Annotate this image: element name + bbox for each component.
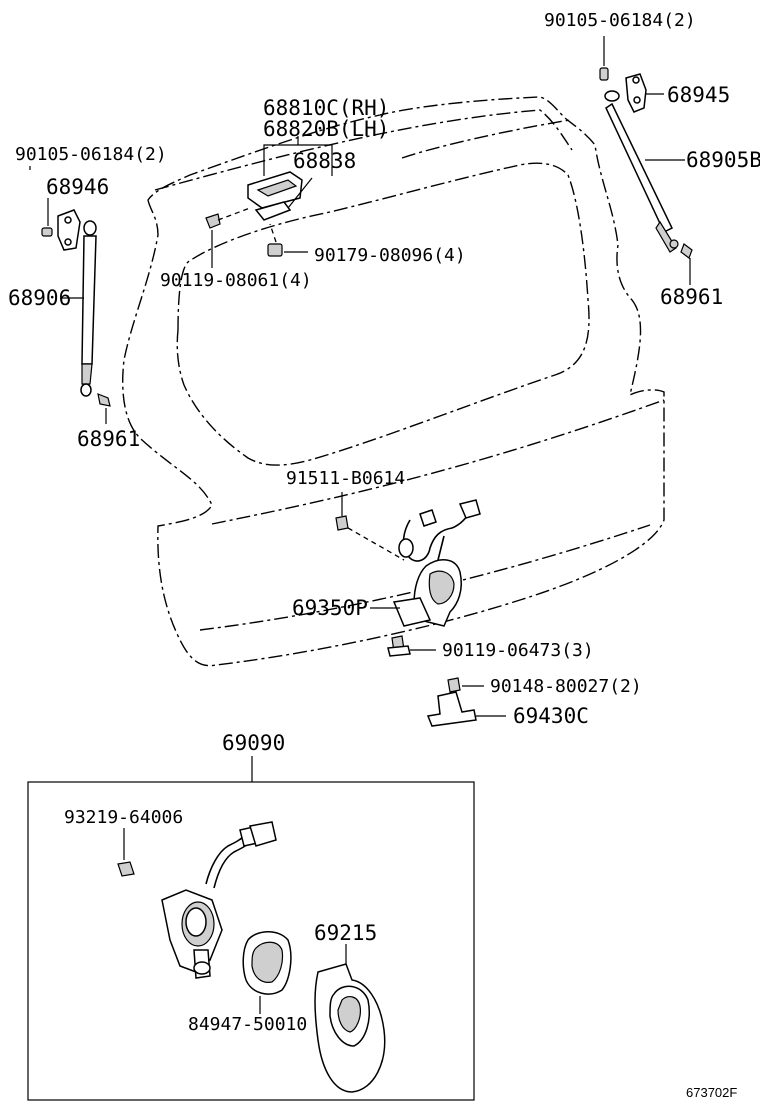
label-lamp-screw: 93219-64006 — [64, 807, 183, 828]
label-hinge-lh: 68946 — [46, 175, 109, 199]
screw-icon — [335, 515, 349, 531]
hinge-icon — [625, 73, 647, 113]
gas-stay-icon — [81, 235, 97, 365]
label-panel-rh: 68810C(RH) — [263, 96, 389, 120]
back-door-outline — [122, 96, 665, 667]
label-ball-joint-lh: 68961 — [77, 427, 140, 451]
label-lock-screw: 91511-B0614 — [286, 468, 405, 489]
striker-icon — [426, 691, 477, 727]
drawing-number: 673702F — [686, 1085, 737, 1100]
lamp-parts — [117, 821, 386, 1093]
bolt-icon — [599, 67, 609, 81]
label-gasket: 68838 — [293, 149, 356, 173]
nut-icon — [267, 243, 283, 257]
label-lock-bolt: 90119-06473(3) — [442, 640, 594, 661]
label-bolt-stud: 90119-08061(4) — [160, 270, 312, 291]
hinge-rh-group — [599, 36, 664, 113]
lamp-assy-box — [27, 756, 475, 1101]
screw-icon — [117, 861, 135, 877]
striker-group — [426, 677, 506, 727]
label-panel-lh: 68820B(LH) — [263, 117, 389, 141]
connector-icon — [249, 821, 277, 847]
hinge-lh-group — [29, 166, 81, 251]
label-stay-lh: 68906 — [8, 286, 71, 310]
screw-icon — [447, 677, 461, 693]
label-top-bolt-rh: 90105-06184(2) — [544, 10, 696, 31]
label-hinge-rh: 68945 — [667, 83, 730, 107]
hinge-icon — [57, 209, 81, 251]
ball-joint-icon — [97, 393, 111, 407]
label-stay-rh: 68905B — [686, 148, 760, 172]
label-bezel: 69215 — [314, 921, 377, 945]
label-bolt-lh: 90105-06184(2) — [15, 144, 167, 165]
label-nut: 90179-08096(4) — [314, 245, 466, 266]
gasket-icon — [254, 201, 292, 221]
stay-rh-group — [604, 90, 693, 285]
label-striker-screw: 90148-80027(2) — [490, 676, 642, 697]
lock-group — [335, 492, 481, 657]
stay-lh-group — [62, 220, 111, 424]
bolt-icon — [205, 213, 221, 229]
label-striker: 69430C — [513, 704, 589, 728]
label-lamp-assy: 69090 — [222, 731, 285, 755]
label-ball-joint-rh: 68961 — [660, 285, 723, 309]
bolt-icon — [41, 227, 53, 237]
ball-joint-icon — [680, 243, 693, 259]
gas-stay-icon — [605, 102, 673, 234]
panel-group — [205, 136, 333, 268]
label-lock-assy: 69350P — [292, 596, 368, 620]
label-lens: 84947-50010 — [188, 1014, 307, 1035]
